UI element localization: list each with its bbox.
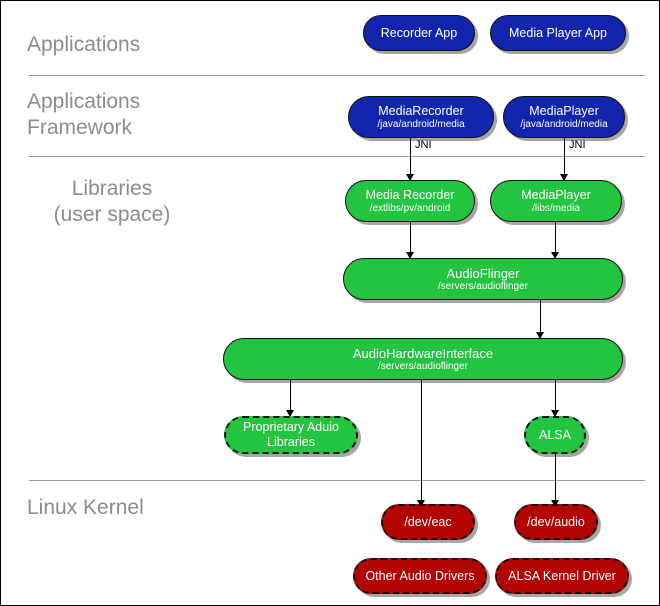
layer-label-applications-framework: Applications Framework: [27, 90, 141, 139]
arrowhead-mediarecorder-jni: [406, 174, 414, 181]
node-media-player-lib[interactable]: MediaPlayer /libs/media: [490, 180, 622, 222]
node-media-recorder-lib-path: /extlibs/pv/android: [369, 202, 451, 214]
node-mediarecorder-framework-title: MediaRecorder: [378, 103, 464, 118]
node-proprietary-audio-libraries-title-line2: Libraries: [267, 435, 315, 449]
divider-applications-framework: [29, 156, 645, 157]
node-media-recorder-lib-title: Media Recorder: [365, 187, 455, 202]
node-other-audio-drivers-title: Other Audio Drivers: [365, 568, 475, 583]
node-alsa-kernel-driver-title: ALSA Kernel Driver: [508, 568, 616, 583]
arrowhead-audioflinger-to-hardwareinterface: [536, 332, 544, 339]
node-audioflinger[interactable]: AudioFlinger /servers/audioflinger: [343, 258, 623, 300]
edge-label-jni-right: JNI: [569, 139, 586, 151]
node-alsa-title: ALSA: [539, 427, 571, 442]
node-media-player-app[interactable]: Media Player App: [490, 15, 626, 51]
node-media-player-lib-title: MediaPlayer: [521, 187, 591, 202]
arrowhead-mediaplayer-to-audioflinger: [551, 252, 559, 259]
layer-label-libraries: Libraries (user space): [53, 177, 171, 226]
node-recorder-app-title: Recorder App: [380, 25, 458, 40]
arrowhead-hardwareinterface-to-alsa: [551, 410, 559, 417]
node-mediaplayer-framework-path: /java/android/media: [520, 118, 608, 130]
node-dev-audio[interactable]: /dev/audio: [514, 504, 598, 540]
node-proprietary-audio-libraries[interactable]: Proprietary Aduio Libraries: [224, 416, 358, 454]
node-mediaplayer-framework-title: MediaPlayer: [529, 103, 599, 118]
layer-label-linux-kernel: Linux Kernel: [27, 496, 144, 519]
node-audioflinger-title: AudioFlinger: [446, 265, 520, 281]
node-alsa[interactable]: ALSA: [524, 416, 586, 454]
edge-label-jni-left: JNI: [415, 139, 432, 151]
connector-hardwareinterface-to-dev-eac: [421, 380, 422, 505]
divider-applications: [29, 75, 645, 76]
connector-mediarecorder-to-audioflinger: [410, 222, 411, 258]
connector-hardwareinterface-to-alsa: [555, 380, 556, 416]
node-recorder-app[interactable]: Recorder App: [363, 15, 475, 51]
node-media-player-app-title: Media Player App: [509, 25, 607, 40]
node-audiohardwareinterface[interactable]: AudioHardwareInterface /servers/audiofli…: [223, 338, 623, 380]
node-mediarecorder-framework[interactable]: MediaRecorder /java/android/media: [348, 96, 494, 138]
connector-audioflinger-to-hardwareinterface: [540, 300, 541, 338]
node-dev-audio-title: /dev/audio: [527, 514, 585, 529]
connector-mediaplayer-jni: [564, 138, 565, 180]
connector-alsa-to-dev-audio: [555, 454, 556, 505]
node-media-recorder-lib[interactable]: Media Recorder /extlibs/pv/android: [345, 180, 475, 222]
node-audioflinger-path: /servers/audioflinger: [437, 280, 529, 292]
arrowhead-hardwareinterface-to-proprietary: [286, 410, 294, 417]
node-other-audio-drivers[interactable]: Other Audio Drivers: [353, 558, 487, 594]
node-dev-eac-title: /dev/eac: [404, 514, 452, 529]
node-mediaplayer-framework[interactable]: MediaPlayer /java/android/media: [503, 96, 625, 138]
node-audiohardwareinterface-title: AudioHardwareInterface: [352, 345, 494, 361]
node-media-player-lib-path: /libs/media: [532, 202, 580, 214]
node-proprietary-audio-libraries-title: Proprietary Aduio: [243, 420, 339, 434]
node-audiohardwareinterface-path: /servers/audioflinger: [377, 360, 469, 372]
divider-libraries: [29, 480, 645, 481]
connector-hardwareinterface-to-proprietary: [290, 380, 291, 416]
arrowhead-mediaplayer-jni: [560, 174, 568, 181]
arrowhead-mediarecorder-to-audioflinger: [406, 252, 414, 259]
connector-mediarecorder-jni: [410, 138, 411, 180]
node-dev-eac[interactable]: /dev/eac: [381, 504, 475, 540]
connector-mediaplayer-to-audioflinger: [555, 222, 556, 258]
layer-label-applications: Applications: [27, 33, 141, 56]
node-mediarecorder-framework-path: /java/android/media: [377, 118, 465, 130]
node-alsa-kernel-driver[interactable]: ALSA Kernel Driver: [495, 558, 629, 594]
